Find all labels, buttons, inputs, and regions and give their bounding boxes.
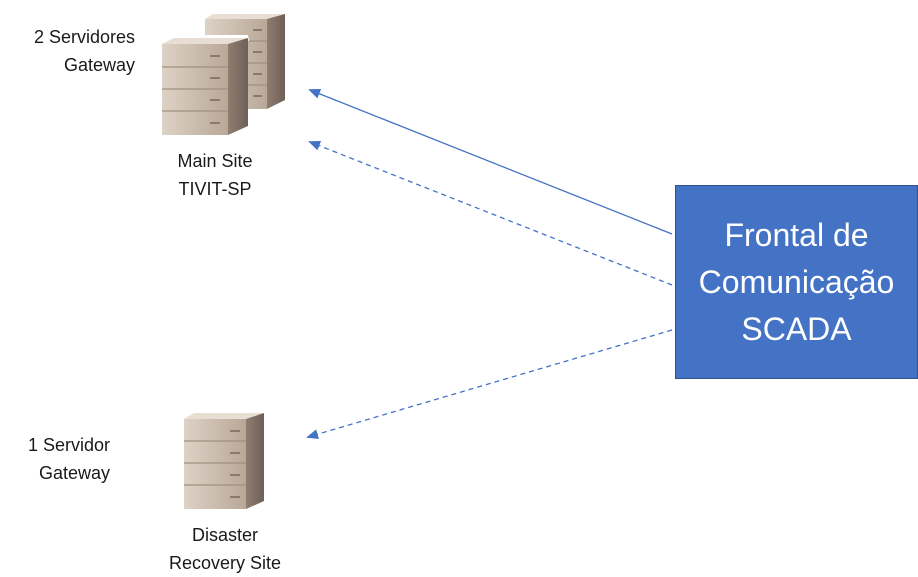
server-icon (184, 413, 264, 509)
main-site-label: Main Site TIVIT-SP (140, 147, 290, 203)
main-servers-label-line1: 2 Servidores (33, 27, 135, 47)
dr-site-label: Disaster Recovery Site (140, 521, 310, 577)
connection-arrow-solid (308, 89, 673, 235)
dr-servers-label-line2: Gateway (38, 463, 110, 483)
server-icon (160, 35, 250, 135)
dr-servers-label-line1: 1 Servidor (27, 435, 110, 455)
dr-site-label-line1: Disaster (191, 525, 258, 545)
scada-label-line1: Frontal de (724, 216, 869, 253)
main-site-label-line1: Main Site (177, 151, 253, 171)
connection-arrow-dashed (306, 329, 673, 439)
main-site-label-line2: TIVIT-SP (178, 179, 252, 199)
scada-label-line2: Comunicação (698, 263, 895, 300)
scada-frontend-box: Frontal de Comunicação SCADA (675, 185, 918, 379)
connection-arrow-dashed (308, 141, 673, 286)
scada-label-line3: SCADA (741, 310, 852, 347)
main-servers-label-line2: Gateway (63, 55, 135, 75)
main-servers-label: 2 Servidores Gateway (0, 23, 135, 79)
dr-site-label-line2: Recovery Site (168, 553, 282, 573)
dr-servers-label: 1 Servidor Gateway (0, 431, 110, 487)
